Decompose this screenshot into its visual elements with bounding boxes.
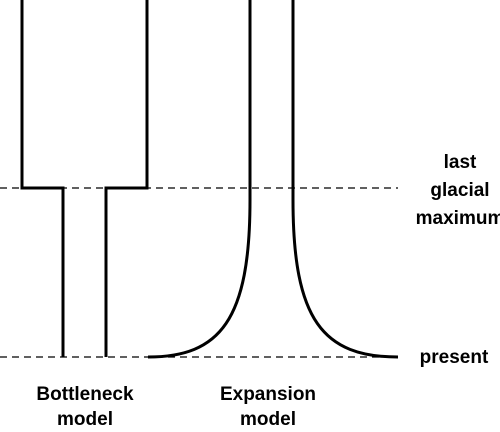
expansion-label-line1: Expansion	[220, 384, 316, 405]
expansion-model-shape	[147, 0, 399, 359]
expansion-left-curve	[147, 0, 252, 359]
present-label: present	[420, 347, 489, 368]
bottleneck-label-line2: model	[57, 409, 113, 430]
expansion-right-curve	[291, 0, 399, 359]
lgm-label-line2: glacial	[430, 180, 489, 201]
bottleneck-label-line1: Bottleneck	[36, 384, 134, 405]
bottleneck-left-outline	[20, 0, 65, 357]
lgm-label-line3: maximum	[416, 208, 500, 229]
bottleneck-right-outline	[104, 0, 149, 357]
lgm-label-line1: last	[444, 152, 477, 173]
expansion-label-line2: model	[240, 409, 296, 430]
bottleneck-model-shape	[20, 0, 149, 357]
